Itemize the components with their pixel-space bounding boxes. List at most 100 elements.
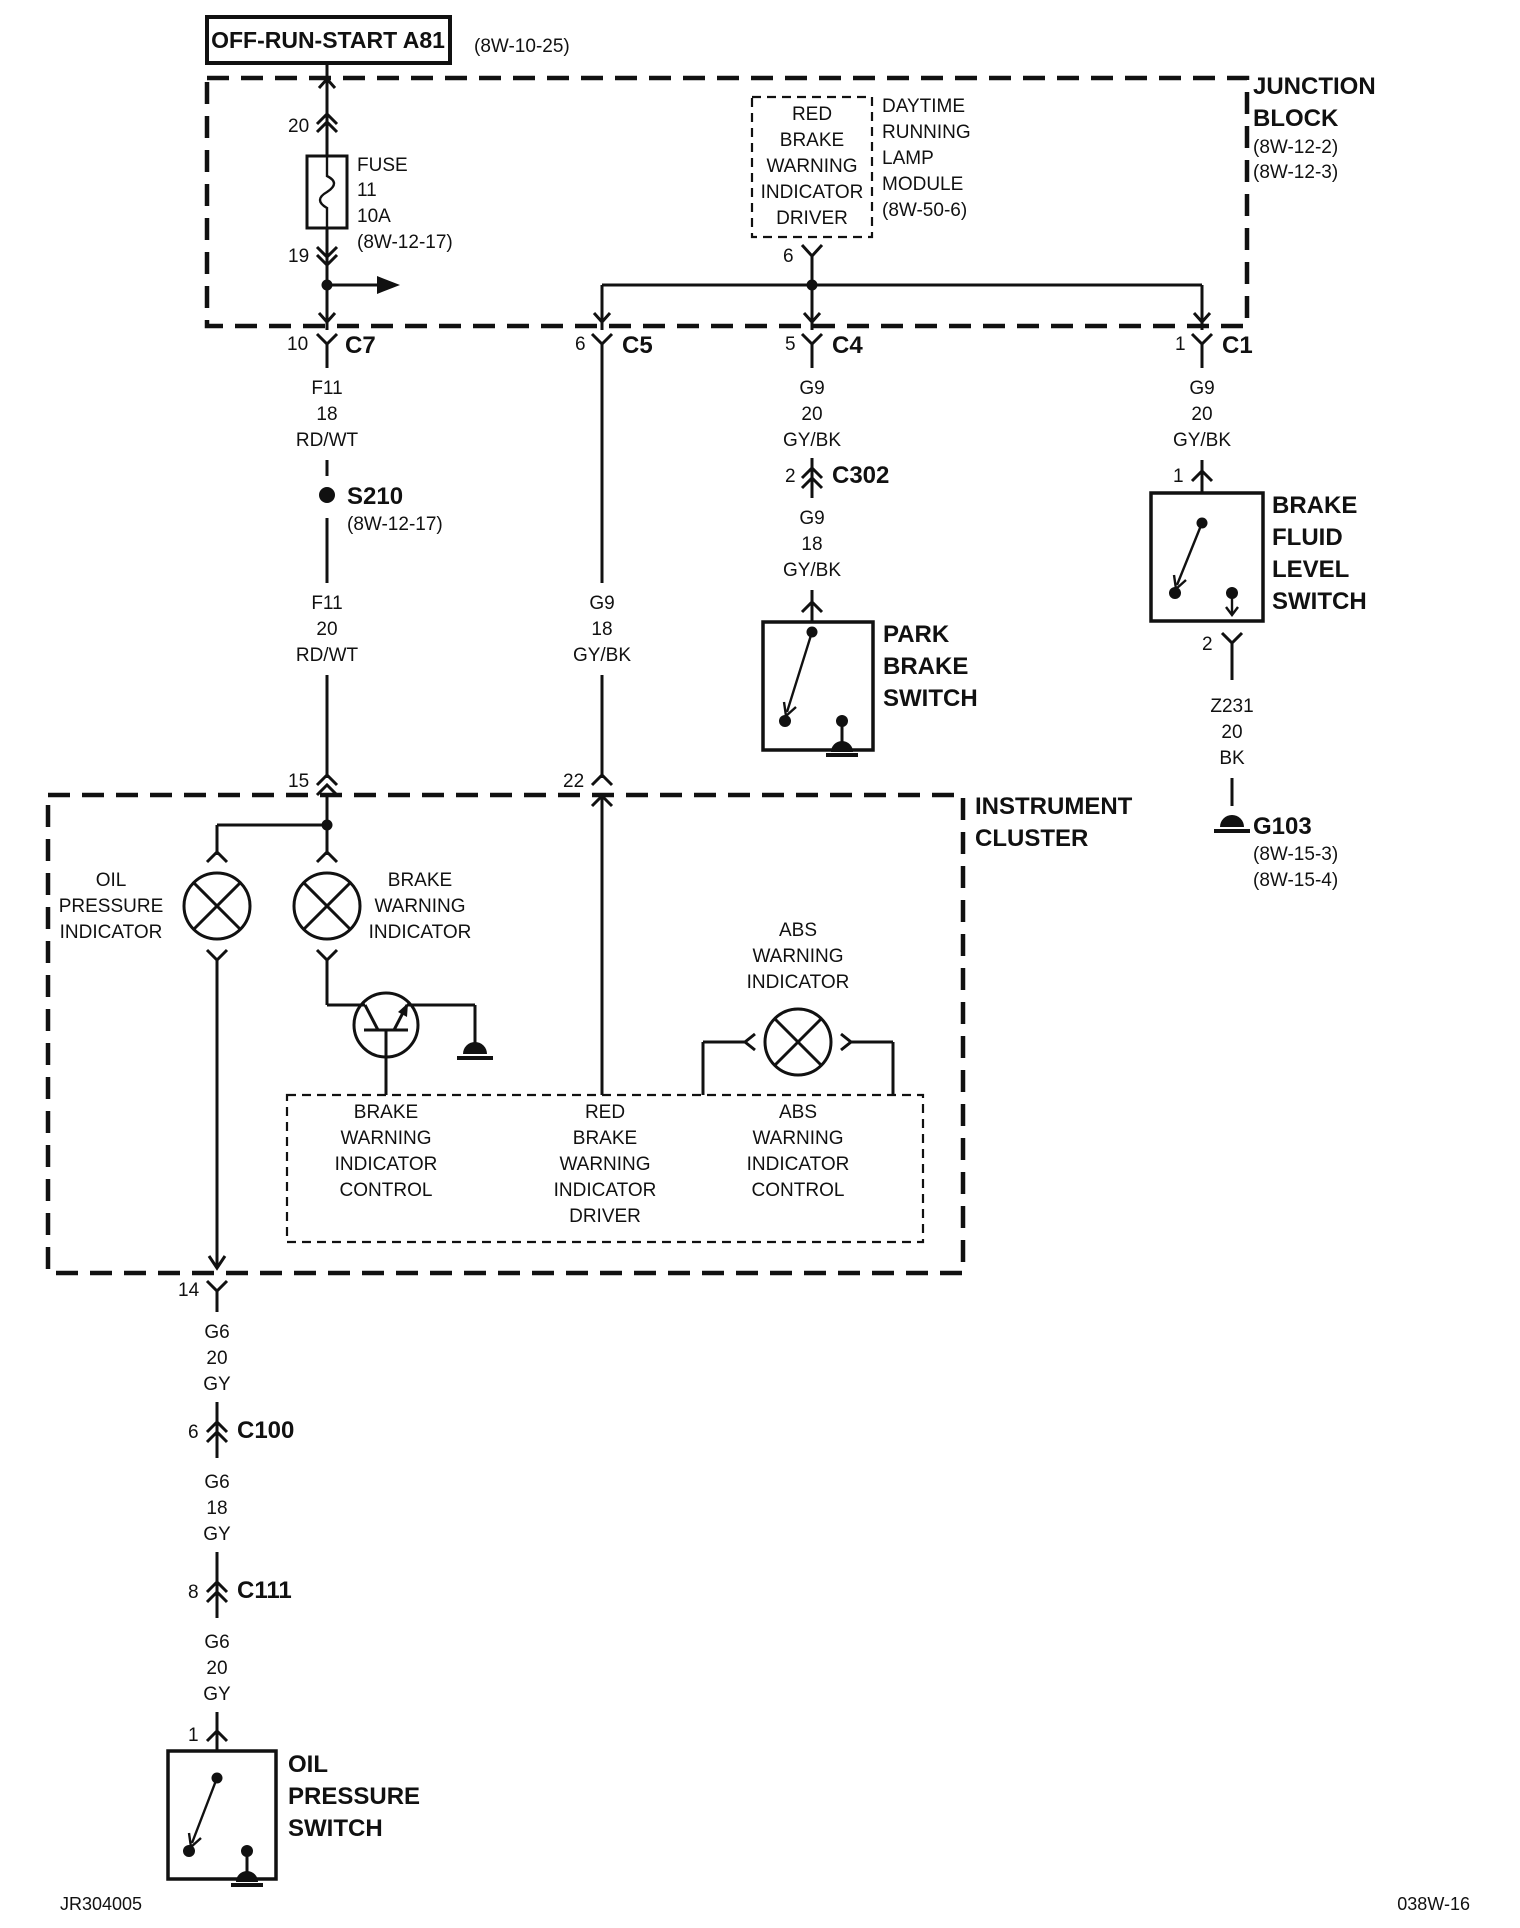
wire-f11-18-line-1: F11 (311, 378, 342, 399)
junction-block-ref-2: (8W-12-3) (1253, 162, 1338, 183)
branch-arrow-icon (377, 276, 400, 294)
c302-name: C302 (832, 462, 889, 489)
brake-fluid-line-3: LEVEL (1272, 556, 1349, 583)
wire-g9-c1-line-3: GY/BK (1173, 430, 1231, 451)
abs-indicator-line-2: WARNING (752, 946, 843, 967)
c4-name: C4 (832, 332, 863, 359)
park-brake-switch-body (761, 620, 875, 752)
brake-fluid-line-2: FLUID (1272, 524, 1343, 551)
c100-pin: 6 (188, 1422, 199, 1443)
oil-switch-line-1: OIL (288, 1751, 328, 1778)
c5-pin: 6 (575, 334, 586, 355)
brake-control-line-2: WARNING (340, 1128, 431, 1149)
brake-control-line-1: BRAKE (354, 1102, 418, 1123)
instrument-cluster-title-2: CLUSTER (975, 825, 1088, 852)
c100-name: C100 (237, 1417, 294, 1444)
wire-g9-c1-line-1: G9 (1189, 378, 1214, 399)
brake-warning-lamp-icon (292, 871, 362, 941)
g103-name: G103 (1253, 813, 1312, 840)
c7-name: C7 (345, 332, 376, 359)
c302-pin: 2 (785, 466, 796, 487)
fuse-rating: 10A (357, 206, 391, 227)
source-label: OFF-RUN-START A81 (211, 27, 445, 53)
drl-module-line-1: DAYTIME (882, 96, 965, 117)
red-brake-driver-line-1: RED (585, 1102, 625, 1123)
cluster-pin-14-connector (205, 1279, 229, 1294)
s210-name: S210 (347, 483, 403, 510)
abs-control-line-4: CONTROL (752, 1180, 845, 1201)
drl-pin-connector (800, 243, 824, 259)
oil-indicator-line-3: INDICATOR (60, 922, 163, 943)
g103-ref-2: (8W-15-4) (1253, 870, 1338, 891)
wire-g9-c1-line-2: 20 (1191, 404, 1212, 425)
brake-indicator-line-2: WARNING (374, 896, 465, 917)
c1-name: C1 (1222, 332, 1253, 359)
drl-module-line-3: LAMP (882, 148, 934, 169)
drl-driver-box (750, 95, 874, 239)
abs-control-line-1: ABS (779, 1102, 817, 1123)
wire-f11-18-line-2: 18 (316, 404, 337, 425)
wire-g9-c5-line-1: G9 (589, 593, 614, 614)
drl-driver-line-5: DRIVER (776, 208, 848, 229)
abs-indicator-line-3: INDICATOR (747, 972, 850, 993)
wire-g9-c4-line-1: G9 (799, 378, 824, 399)
fuse-pin-out: 19 (288, 246, 309, 267)
brake-fluid-pin-bottom: 2 (1202, 634, 1213, 655)
instrument-cluster-title-1: INSTRUMENT (975, 793, 1133, 820)
wire-z231-line-1: Z231 (1210, 696, 1253, 717)
fuse-out-chevrons (315, 245, 339, 268)
brake-fluid-pin-top: 1 (1173, 466, 1184, 487)
wire-g6-14-line-3: GY (203, 1374, 231, 1395)
drl-pin: 6 (783, 246, 794, 267)
oil-switch-ground-icon (236, 1871, 258, 1882)
oil-switch-line-2: PRESSURE (288, 1783, 420, 1810)
junction-block-boundary (204, 75, 1250, 329)
oil-switch-pin: 1 (188, 1725, 199, 1746)
wire-g6-c111-line-1: G6 (204, 1632, 229, 1653)
wire-g9-c302-line-1: G9 (799, 508, 824, 529)
fuse-label: FUSE (357, 155, 408, 176)
abs-warning-lamp-icon (763, 1007, 833, 1077)
wire-g9-c4-line-2: 20 (801, 404, 822, 425)
wire-z231-line-2: 20 (1221, 722, 1242, 743)
wire-g6-c111-line-3: GY (203, 1684, 231, 1705)
instrument-cluster-boundary (45, 792, 966, 1276)
wire-f11-20-line-1: F11 (311, 593, 342, 614)
abs-control-line-2: WARNING (752, 1128, 843, 1149)
oil-switch-line-3: SWITCH (288, 1815, 383, 1842)
s210-splice-dot (319, 487, 335, 503)
abs-indicator-line-1: ABS (779, 920, 817, 941)
drl-module-line-2: RUNNING (882, 122, 971, 143)
s210-ref: (8W-12-17) (347, 514, 443, 535)
wire-g9-c302-line-3: GY/BK (783, 560, 841, 581)
footer-right-code: 038W-16 (1397, 1894, 1470, 1914)
wire-f11-20-line-2: 20 (316, 619, 337, 640)
source-ref: (8W-10-25) (474, 36, 570, 57)
wire-g9-c5-line-3: GY/BK (573, 645, 631, 666)
wire-g6-c100-line-3: GY (203, 1524, 231, 1545)
fuse-pin-in: 20 (288, 116, 309, 137)
junction-block-ref-1: (8W-12-2) (1253, 137, 1338, 158)
c7-pin: 10 (287, 334, 308, 355)
wire-g6-14-line-2: 20 (206, 1348, 227, 1369)
c111-name: C111 (237, 1577, 292, 1604)
brake-indicator-line-1: BRAKE (388, 870, 452, 891)
brake-fluid-line-4: SWITCH (1272, 588, 1367, 615)
drl-driver-line-1: RED (792, 104, 832, 125)
oil-pressure-switch-body (166, 1749, 278, 1881)
wire-z231-line-3: BK (1219, 748, 1245, 769)
red-brake-driver-line-3: WARNING (559, 1154, 650, 1175)
c4-pin: 5 (785, 334, 796, 355)
drl-module-line-5: (8W-50-6) (882, 200, 967, 221)
red-brake-driver-line-5: DRIVER (569, 1206, 641, 1227)
abs-control-line-3: INDICATOR (747, 1154, 850, 1175)
fuse-ref: (8W-12-17) (357, 232, 453, 253)
wire-f11-20-line-3: RD/WT (296, 645, 359, 666)
g103-ref-1: (8W-15-3) (1253, 844, 1338, 865)
junction-block-title-2: BLOCK (1253, 105, 1339, 132)
c4-connector-icon (800, 332, 824, 347)
cluster-pin-14: 14 (178, 1280, 200, 1301)
brake-control-line-3: INDICATOR (335, 1154, 438, 1175)
brake-fluid-switch-body (1149, 491, 1265, 623)
